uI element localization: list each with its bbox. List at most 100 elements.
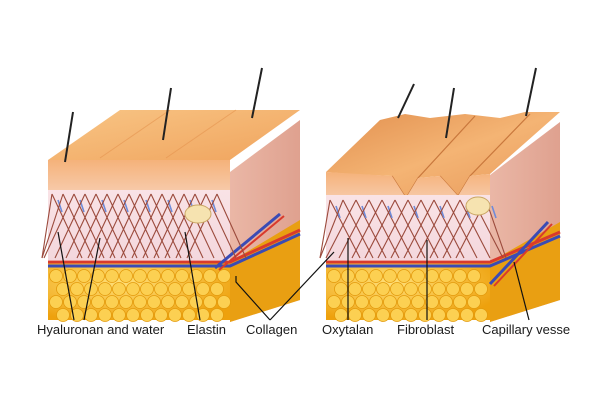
fat-cell [411,295,425,309]
collagen-fiber [186,193,218,259]
collagen-fiber [73,193,105,259]
fat-cell [49,269,63,283]
fat-cell [56,282,70,296]
fat-cell [182,308,196,322]
fat-cell [425,295,439,309]
collagen-fiber [54,193,86,259]
right-capillary-vessel [488,220,550,286]
collagen-fiber [65,193,97,259]
fat-cell [362,308,376,322]
collagen-fiber [416,199,448,259]
right-epidermis-front [326,172,490,198]
label-hyaluronan-and-water: Hyaluronan and water [37,322,165,337]
fat-cell [49,295,63,309]
leader-capillary [513,261,530,321]
fat-cell [432,308,446,322]
left-collagen-fibers [41,193,247,259]
right-block-side-fat [490,222,560,322]
fat-cell [453,295,467,309]
collagen-fiber [403,199,435,259]
fat-cell [446,308,460,322]
collagen-fiber [84,193,116,259]
fat-cell [390,282,404,296]
collagen-fiber [95,193,127,259]
elastin-fiber [387,205,393,219]
collagen-fiber [175,193,207,259]
fat-cell [397,295,411,309]
fat-cell [425,269,439,283]
collagen-fiber [117,193,149,259]
collagen-fiber [87,193,119,259]
collagen-fiber [319,199,344,259]
left-epidermis-crease [99,109,237,159]
fat-cell [334,308,348,322]
fat-cell [369,269,383,283]
fat-cell [175,269,189,283]
fat-cell [56,308,70,322]
fat-cell [460,282,474,296]
collagen-fiber [429,199,461,259]
left-fat-cells [49,269,231,322]
right-epidermis-top [326,112,560,198]
collagen-fiber [41,193,53,259]
collagen-fiber [150,193,182,259]
fat-cell [404,308,418,322]
left-capillary-vessel-red [218,215,285,271]
fat-cell [383,295,397,309]
collagen-fiber [319,199,331,259]
fat-cell [355,295,369,309]
label-oxytalan: Oxytalan [322,322,374,337]
left-hair-2 [162,87,172,141]
leader-collagen [235,276,271,321]
fat-cell [175,295,189,309]
elastin-fiber [361,205,367,219]
collagen-fiber [51,193,83,259]
elastin-fiber [413,205,419,219]
fat-cell [446,282,460,296]
fat-cell [77,269,91,283]
collagen-fiber [43,193,75,259]
fat-cell [161,295,175,309]
fat-cell [217,295,231,309]
aged-skin-block [319,67,561,322]
fat-cell [91,295,105,309]
collagen-fiber [98,193,130,259]
fat-cell [397,269,411,283]
fat-cell [369,295,383,309]
collagen-fiber [41,193,64,259]
fat-cell [140,308,154,322]
right-vein [326,234,561,268]
fat-cell [404,282,418,296]
collagen-fiber [364,199,396,259]
fat-cell [418,282,432,296]
fat-cell [126,282,140,296]
left-hair-3 [251,67,263,119]
leader-lines [57,231,530,321]
fat-cell [133,295,147,309]
right-hair-3 [525,67,537,117]
collagen-fiber [446,199,478,259]
collagen-fiber [381,199,413,259]
fat-cell [376,282,390,296]
collagen-fiber [142,193,174,259]
collagen-fiber [377,199,409,259]
fat-cell [467,269,481,283]
collagen-fiber [161,193,193,259]
collagen-fiber [205,193,237,259]
fat-cell [147,269,161,283]
fat-cell [147,295,161,309]
leader-hyaluronan-2 [83,237,101,321]
collagen-fiber [216,193,247,259]
fat-cell [112,308,126,322]
collagen-fiber [120,193,152,259]
collagen-fiber [164,193,196,259]
fat-cell [140,282,154,296]
fat-cell [168,282,182,296]
fat-cell [133,269,147,283]
collagen-fiber [407,199,439,259]
fat-cell [460,308,474,322]
fat-cell [390,308,404,322]
fat-cell [355,269,369,283]
label-elastin: Elastin [187,322,227,337]
